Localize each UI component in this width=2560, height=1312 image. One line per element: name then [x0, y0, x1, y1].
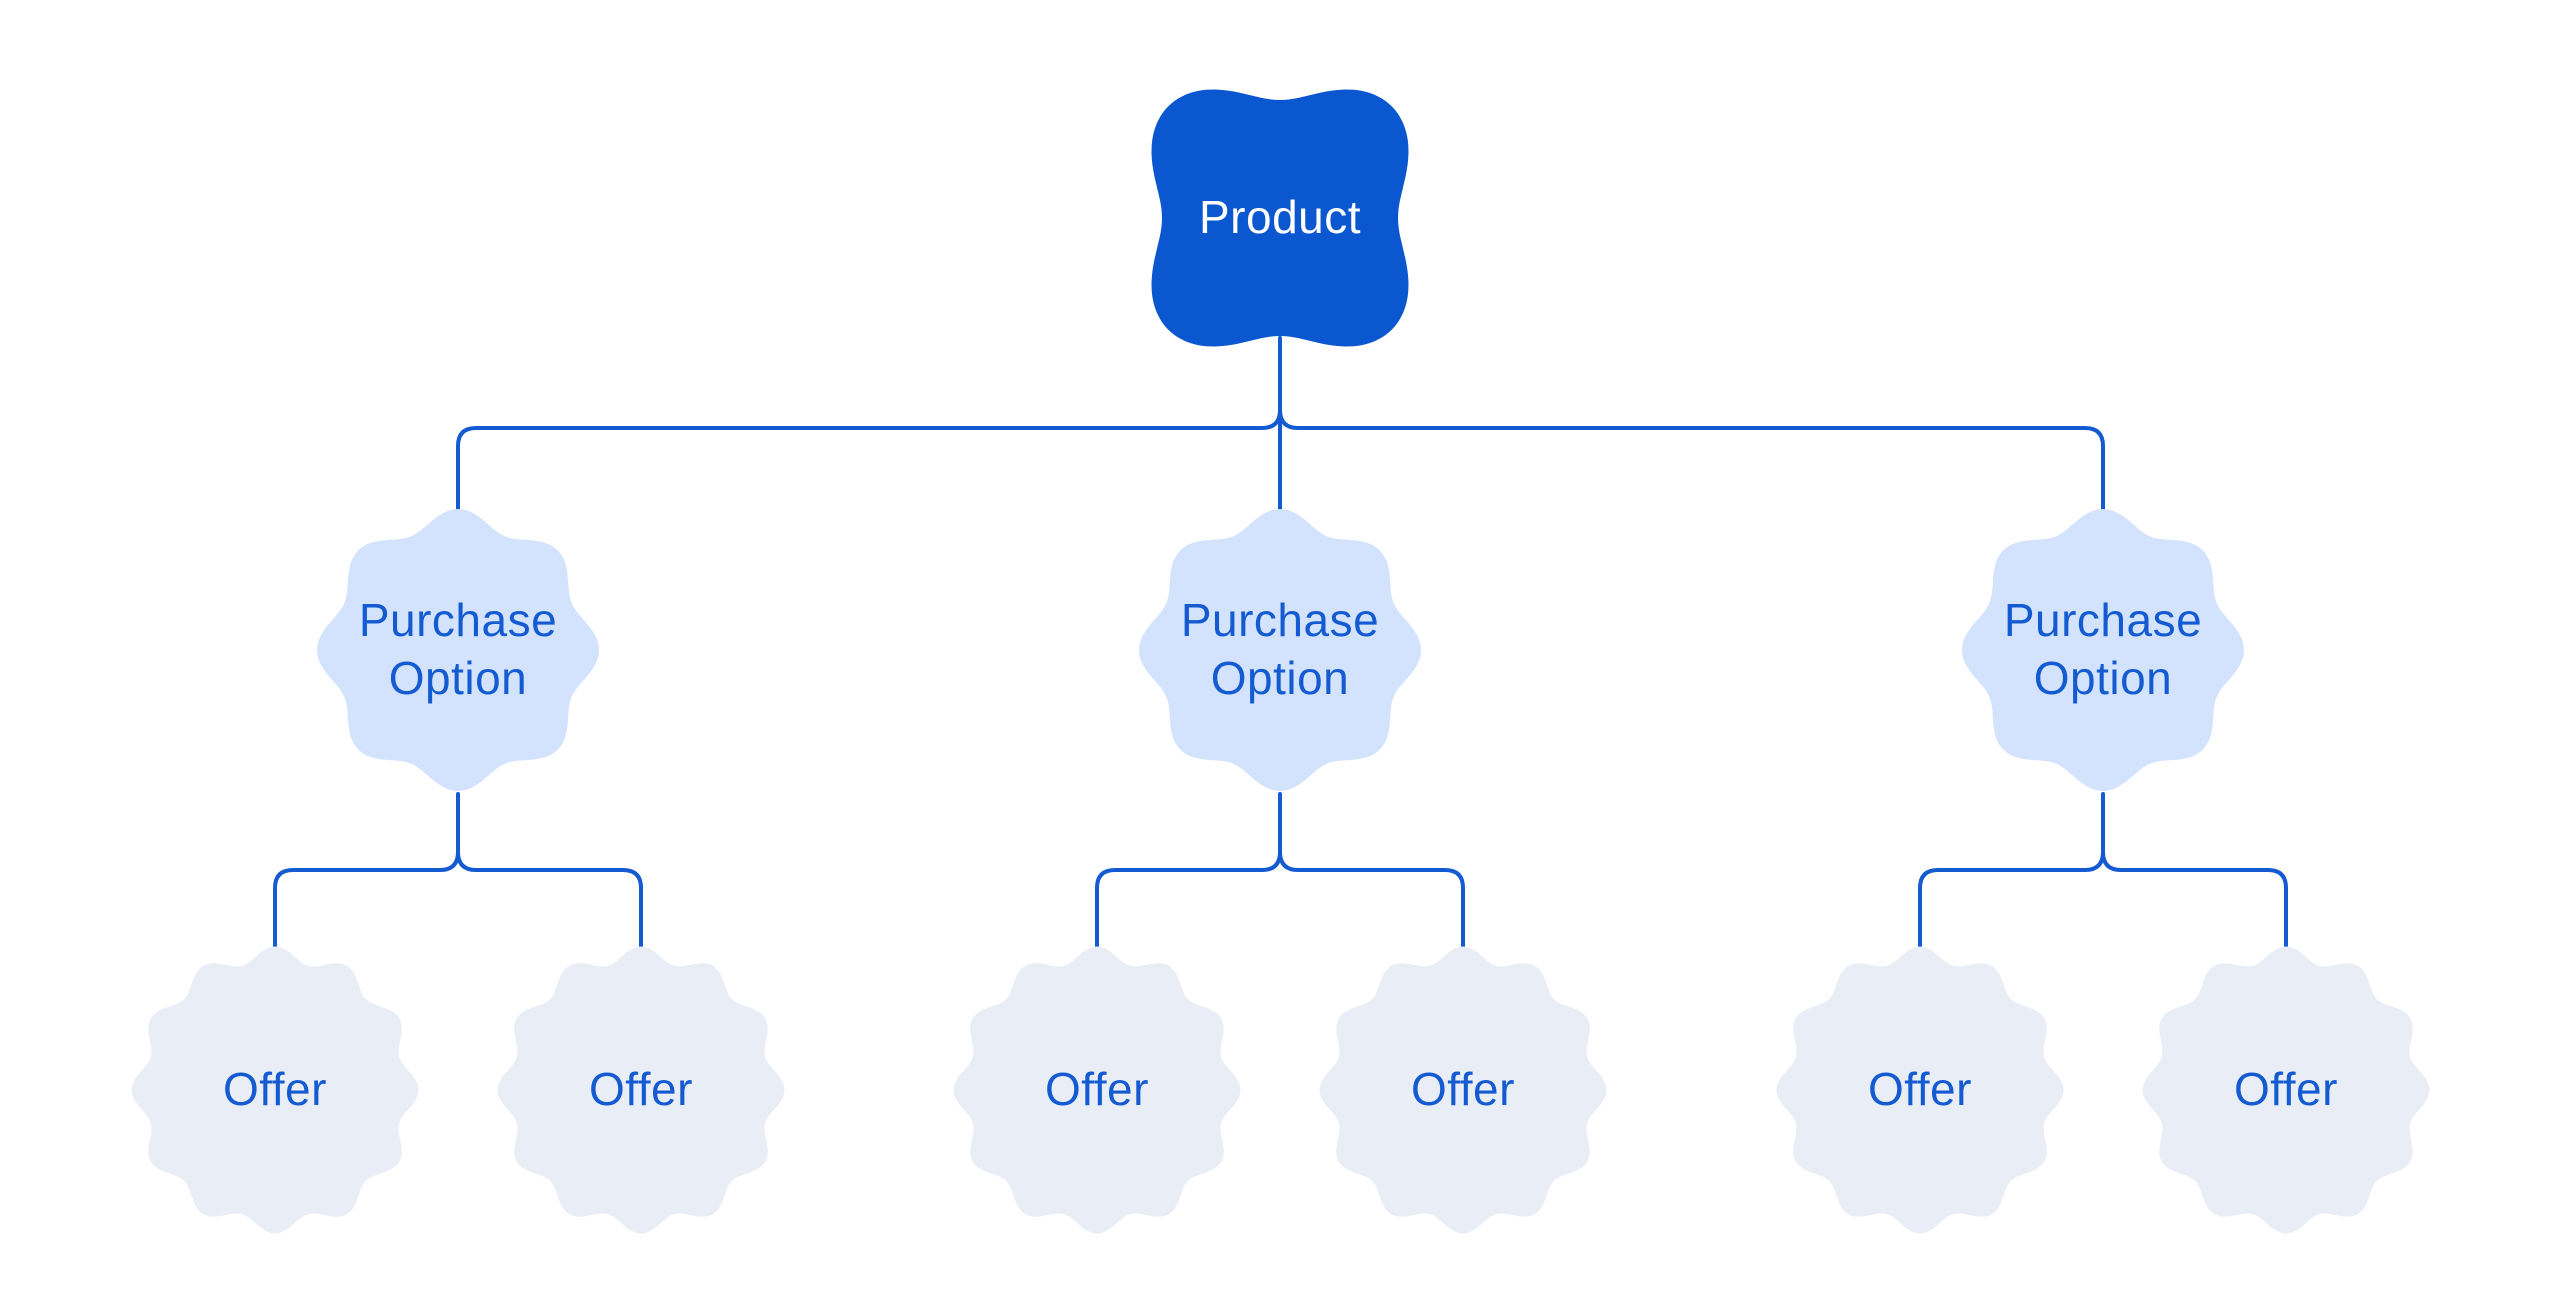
connector-option2-right: [1278, 850, 1465, 948]
node-offer-1: Offer: [115, 930, 435, 1250]
offer-label: Offer: [1868, 1063, 1972, 1116]
purchase-option-blob-path: [1962, 509, 2244, 791]
offer-blob-path: [1776, 946, 2064, 1234]
node-product: Product: [1120, 58, 1440, 378]
offer-blob-shape: [953, 946, 1241, 1234]
purchase-option-label: Purchase Option: [1180, 594, 1380, 704]
connector-rail-left: [456, 408, 1282, 514]
node-offer-2: Offer: [481, 930, 801, 1250]
connector-rail-right: [1278, 408, 2105, 514]
offer-blob-path: [953, 946, 1241, 1234]
offer-blob-path: [2142, 946, 2430, 1234]
offer-label: Offer: [1045, 1063, 1149, 1116]
offer-label: Offer: [589, 1063, 693, 1116]
product-blob-path: [1151, 89, 1409, 347]
offer-blob-path: [131, 946, 419, 1234]
offer-blob-shape: [131, 946, 419, 1234]
node-offer-6: Offer: [2126, 930, 2446, 1250]
connector-option1-right: [456, 850, 643, 948]
node-offer-3: Offer: [937, 930, 1257, 1250]
purchase-option-blob-path: [1139, 509, 1421, 791]
offer-label: Offer: [223, 1063, 327, 1116]
offer-blob-shape: [497, 946, 785, 1234]
purchase-option-label: Purchase Option: [358, 594, 558, 704]
node-offer-5: Offer: [1760, 930, 2080, 1250]
node-purchase-option-2: Purchase Option: [1120, 490, 1440, 810]
purchase-option-blob-shape: [1962, 509, 2244, 791]
connector-option2-left: [1095, 850, 1282, 948]
purchase-option-blob-path: [317, 509, 599, 791]
product-label: Product: [1198, 191, 1362, 244]
offer-blob-path: [497, 946, 785, 1234]
connector-group: [273, 336, 2288, 948]
purchase-option-blob-shape: [1139, 509, 1421, 791]
connector-option1-left: [273, 850, 460, 948]
offer-label: Offer: [1411, 1063, 1515, 1116]
connector-option3-right: [2101, 850, 2288, 948]
offer-blob-path: [1319, 946, 1607, 1234]
node-offer-4: Offer: [1303, 930, 1623, 1250]
purchase-option-label: Purchase Option: [2003, 594, 2203, 704]
product-blob-shape: [1151, 89, 1409, 347]
offer-blob-shape: [1776, 946, 2064, 1234]
offer-blob-shape: [2142, 946, 2430, 1234]
node-purchase-option-3: Purchase Option: [1943, 490, 2263, 810]
offer-blob-shape: [1319, 946, 1607, 1234]
connector-option3-left: [1918, 850, 2105, 948]
offer-label: Offer: [2234, 1063, 2338, 1116]
purchase-option-blob-shape: [317, 509, 599, 791]
node-purchase-option-1: Purchase Option: [298, 490, 618, 810]
